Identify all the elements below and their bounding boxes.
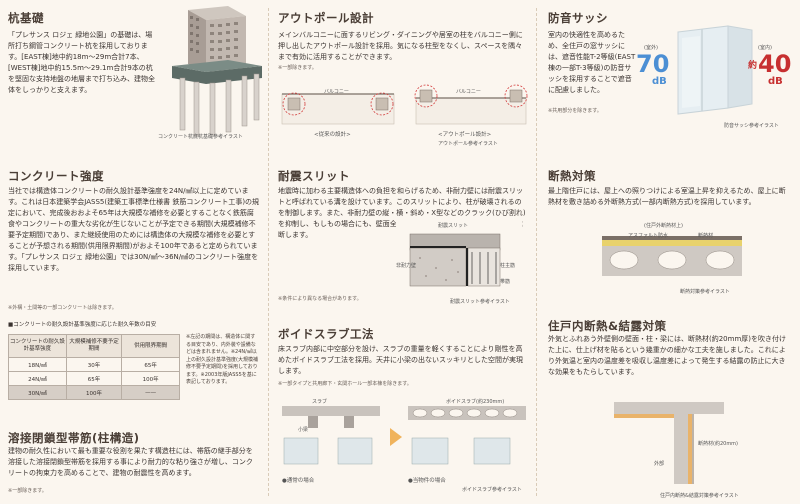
- voidslab-note: ※一部タイプと共用廊下・玄関ホール一部本棟を除きます。: [278, 381, 412, 387]
- table-cell: 18N/㎟: [8, 357, 67, 372]
- section-title-voidslab: ボイドスラブ工法: [278, 327, 374, 341]
- table-header: コンクリートの耐久設計基準強度: [8, 334, 67, 358]
- column-middle: アウトポール設計 メインバルコニーに面するリビング・ダイニングや居室の柱をバルコ…: [278, 0, 530, 504]
- section-title-sash: 防音サッシ: [548, 11, 608, 25]
- insulation-material-label: 断熱材: [698, 233, 714, 239]
- table-header: 供用限界期間: [121, 334, 180, 358]
- pile-foundation-illustration: [166, 6, 264, 142]
- table-row: 24N/㎟ 65年 100年: [8, 371, 180, 386]
- column-divider: [536, 8, 537, 496]
- beam-label: 小梁: [298, 427, 309, 433]
- outside-db-value: 70: [636, 50, 670, 78]
- sash-body: 室内の快適性を高めるため、全住戸の窓サッシには、遮音性能T-2等級(EAST棟の…: [548, 31, 636, 94]
- insulation-top-label: (住戸外断熱材上): [644, 223, 683, 229]
- section-title-pile: 杭基礎: [8, 11, 44, 25]
- column-left: 杭基礎 「プレサンス ロジェ 緑地公園」の基礎は、場所打ち鋼管コンクリート杭を採…: [8, 0, 264, 504]
- table-cell: 65年: [121, 357, 180, 372]
- section-title-welded: 溶接閉鎖型帯筋(柱構造): [8, 431, 140, 445]
- voidslab-caption: ボイドスラブ参考イラスト: [462, 487, 522, 493]
- outpole-caption: アウトポール参考イラスト: [438, 141, 498, 147]
- concrete-body: 当社では構造体コンクリートの耐久設計基準強度を24N/㎟以上に定めています。これ…: [8, 187, 260, 272]
- slab-label: スラブ: [312, 399, 328, 405]
- asphalt-label: アスファルト防水: [628, 233, 669, 239]
- inside-db-unit: dB: [768, 76, 783, 87]
- table-cell: 30N/㎟: [8, 385, 67, 400]
- outside-label: (室外): [644, 45, 658, 51]
- insulation-body: 最上階住戸には、屋上への照りつけによる室温上昇を抑えるため、屋上に断熱材を敷き詰…: [548, 187, 786, 206]
- pile-caption: コンクリート杭底杭基礎参考イラスト: [158, 134, 243, 140]
- outpole-note: ※一部除きます。: [278, 65, 317, 71]
- void-slab-illustration: [282, 406, 526, 465]
- voidslab-body: 床スラブ内部に中空部分を設け、スラブの重量を軽くすることにより剛性を高めたボイド…: [278, 345, 523, 375]
- table-row-highlight: 30N/㎟ 100年 ——: [8, 385, 180, 400]
- table-cell: 65年: [65, 371, 123, 386]
- column-divider: [268, 8, 269, 496]
- inside-db-value: 40: [758, 50, 792, 78]
- inside-prefix: 約: [748, 61, 758, 71]
- balcony-label-left: バルコニー: [324, 89, 349, 95]
- section-title-slit: 耐震スリット: [278, 169, 350, 183]
- outpole-body: メインバルコニーに面するリビング・ダイニングや居室の柱をバルコニー側に押し出した…: [278, 31, 523, 61]
- sash-caption: 防音サッシ参考イラスト: [724, 123, 779, 129]
- column-rebar-label: 柱主筋: [500, 263, 516, 269]
- section-title-concrete: コンクリート強度: [8, 169, 104, 183]
- normal-case-label: ●通常の場合: [282, 478, 315, 484]
- interior-insulation-illustration: [604, 396, 734, 488]
- hoop-label: 帯筋: [500, 279, 511, 285]
- welded-note: ※一部除きます。: [8, 488, 47, 494]
- slit-label: 耐震スリット: [438, 223, 469, 229]
- column-right: 防音サッシ 室内の快適性を高めるため、全住戸の窓サッシには、遮音性能T-2等級(…: [548, 0, 792, 504]
- table-cell: 100年: [65, 385, 123, 400]
- balcony-label-right: バルコニー: [456, 89, 481, 95]
- section-title-condensation: 住戸内断熱&結露対策: [548, 319, 667, 333]
- pile-body: 「プレサンス ロジェ 緑地公園」の基礎は、場所打ち鋼管コンクリート杭を採用してお…: [8, 31, 155, 94]
- table-cell: 24N/㎟: [8, 371, 67, 386]
- table-cell: 30年: [65, 357, 123, 372]
- insulation-caption: 断熱対策参考イラスト: [680, 289, 730, 295]
- this-property-label: ●当物件の場合: [408, 478, 446, 484]
- condensation-body: 外気とふれあう外壁側の壁面・柱・梁には、断熱材(約20mm厚)を吹き付けた上に、…: [548, 335, 787, 376]
- table-cell: 100年: [121, 371, 180, 386]
- seismic-slit-illustration: [396, 218, 522, 294]
- table-row: 18N/㎟ 30年 65年: [8, 357, 180, 372]
- inside-label: (室内): [758, 45, 772, 51]
- outpole-illustration: [281, 84, 528, 125]
- nonbearing-wall-label: 非耐力壁: [396, 263, 417, 269]
- soundproof-sash-illustration: [677, 25, 753, 115]
- roof-insulation-illustration: [602, 222, 742, 284]
- section-title-insulation: 断熱対策: [548, 169, 596, 183]
- exterior-label: 外部: [654, 461, 665, 467]
- welded-body: 建物の耐久性において最も重要な役割を果たす構造柱には、帯筋の継手部分を溶接した溶…: [8, 447, 253, 477]
- table-cell: ——: [121, 385, 180, 400]
- interior-insulation-label: 断熱材(約20mm): [698, 441, 739, 447]
- slit-caption: 耐震スリット参考イラスト: [450, 299, 510, 305]
- void-slab-label: ボイドスラブ(約230mm): [446, 399, 505, 405]
- durability-table: コンクリートの耐久設計基準強度 大規模補修不要予定期間 供用限界期間 18N/㎟…: [8, 334, 180, 400]
- durability-table-title: ■コンクリートの耐久設計基準強度に応じた耐久年数の目安: [8, 322, 157, 328]
- sash-note: ※共用部分を除きます。: [548, 108, 602, 114]
- slit-note: ※条件により異なる場合があります。: [278, 296, 362, 302]
- durability-table-notes: ※左記の期間は、構造体に関する目安であり、内外装や設備などは含まれません。※24…: [186, 334, 258, 385]
- conventional-design-label: <従来の設計>: [314, 132, 351, 138]
- section-title-outpole: アウトポール設計: [278, 11, 374, 25]
- concrete-note: ※外構・土間等の一部コンクリートは除きます。: [8, 305, 117, 311]
- condensation-caption: 住戸内断熱&結露対策参考イラスト: [660, 493, 739, 499]
- outpole-design-label: <アウトポール設計>: [438, 132, 492, 138]
- table-header: 大規模補修不要予定期間: [65, 334, 123, 358]
- outside-db-unit: dB: [652, 76, 667, 87]
